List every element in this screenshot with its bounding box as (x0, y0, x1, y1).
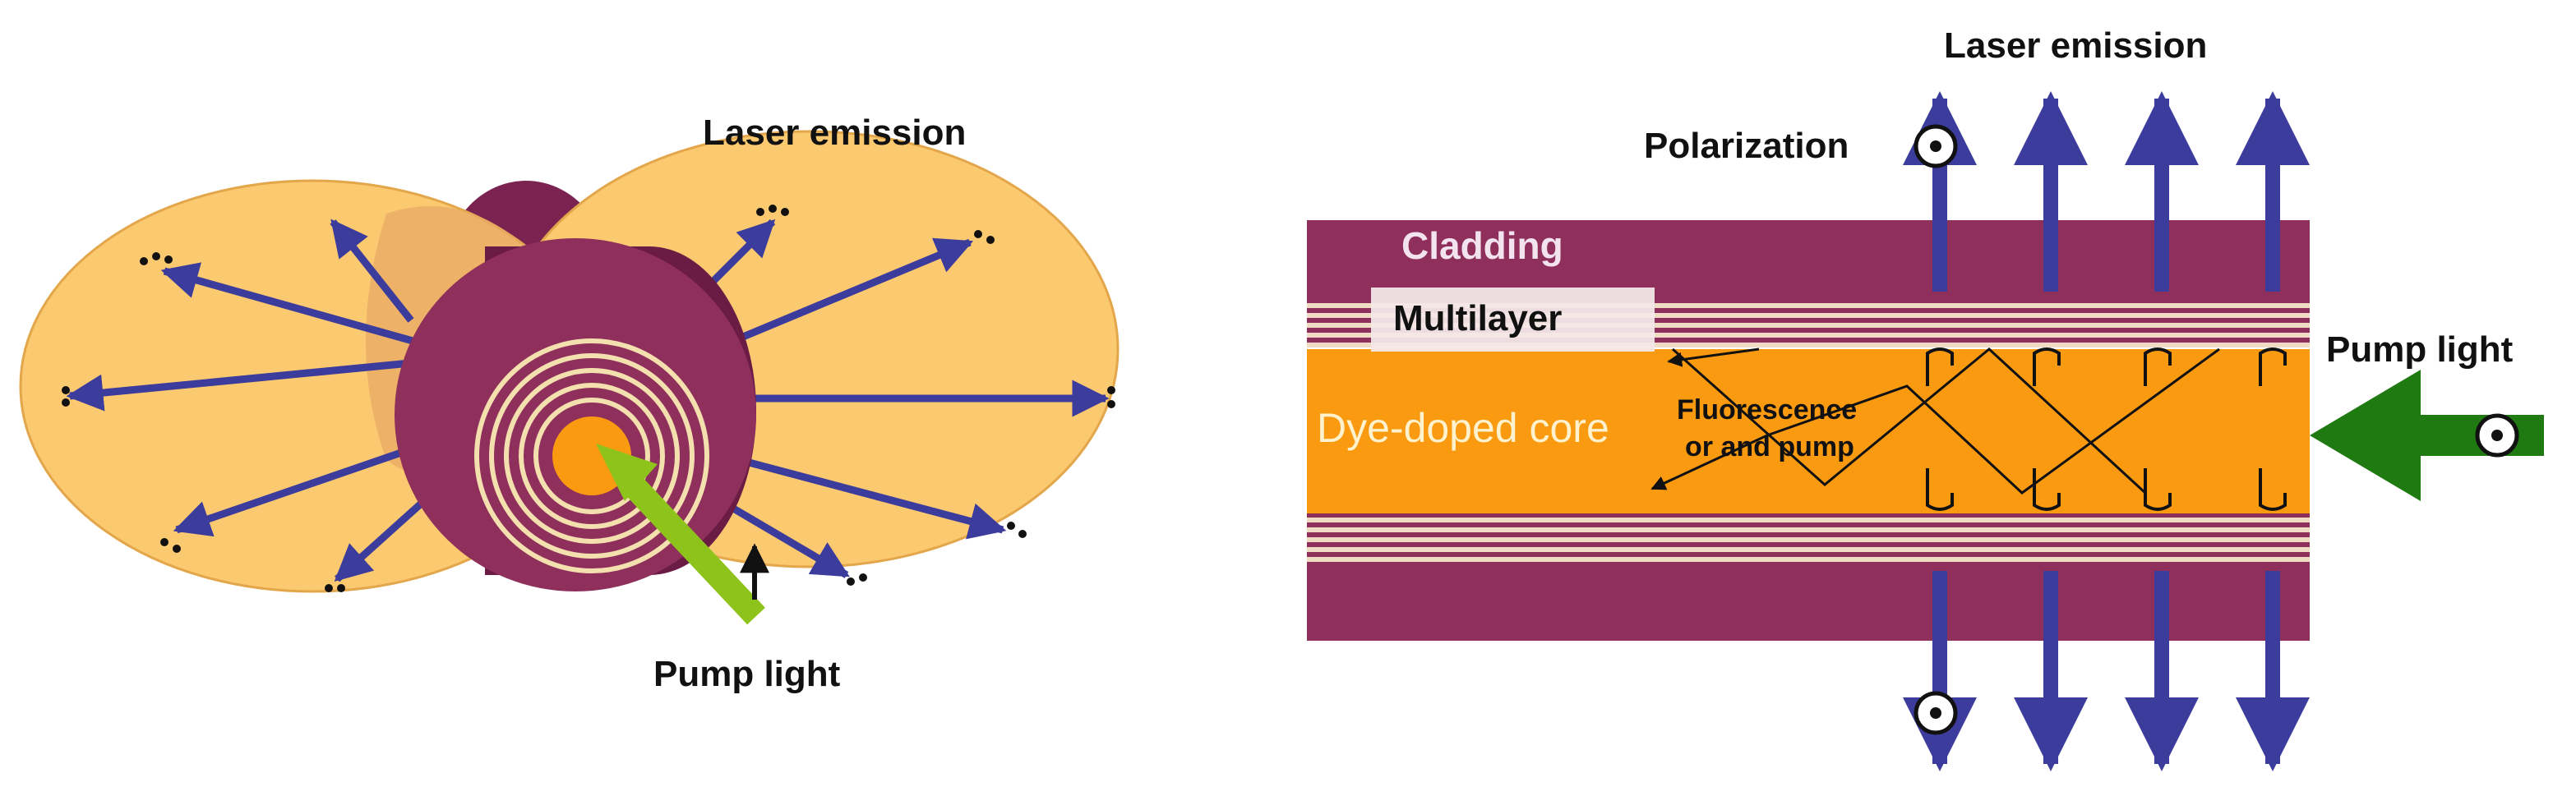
pump-arrow-left (620, 472, 765, 625)
polarization-marks-left (62, 205, 1115, 592)
emission-arrow (173, 439, 429, 537)
multilayer-rings (474, 338, 709, 573)
scatter-hook-icon (2033, 347, 2061, 386)
scatter-hook-icon (2144, 347, 2172, 386)
right-pump-light-label: Pump light (2326, 329, 2514, 370)
fluorescence-label-line2: or and pump (1685, 431, 1854, 462)
pump-arrow-shaft-right (2400, 415, 2544, 456)
fluorescence-ray-lower (1650, 347, 2220, 495)
multilayer-stripes-bottom (1307, 513, 2310, 571)
polarization-symbol-top (1914, 124, 1958, 168)
polarization-mark (756, 205, 789, 216)
polarization-mark (1107, 386, 1115, 408)
pump-polarization-symbol (2475, 413, 2519, 458)
emission-arrow (330, 219, 414, 323)
cladding-top (1307, 220, 2310, 298)
multilayer-label-box (1371, 288, 1655, 352)
scatter-hook-icon (2033, 468, 2061, 511)
cladding-label: Cladding (1401, 224, 1563, 267)
fluorescence-ray-upper-tail (1667, 347, 1760, 367)
scatter-hook-icon (2259, 347, 2287, 386)
scatter-hook-icon (2259, 468, 2287, 511)
polarization-mark (974, 230, 995, 244)
fluorescence-ray-upper (1672, 347, 2147, 495)
scatter-hook-icon (1926, 468, 1954, 511)
pump-arrowhead-left (596, 444, 658, 501)
polarization-mark (62, 386, 70, 407)
core-label: Dye-doped core (1317, 405, 1609, 451)
emission-arrow (160, 262, 429, 349)
left-pump-light-label: Pump light (653, 654, 841, 694)
cladding-bottom (1307, 571, 2310, 641)
emission-arrow (738, 456, 1007, 540)
emission-arrow (722, 237, 974, 349)
polarization-mark (140, 252, 173, 265)
polarization-mark (325, 584, 345, 592)
polarization-mark (160, 538, 181, 553)
right-laser-emission-label: Laser emission (1944, 25, 2207, 66)
polarization-mark (847, 573, 867, 586)
emission-arrow (66, 357, 428, 412)
pump-arrowhead-right (2310, 370, 2421, 501)
polarization-symbol-bottom (1914, 691, 1958, 735)
polarization-mark (1007, 522, 1027, 538)
polarization-label: Polarization (1644, 126, 1849, 166)
multilayer-label: Multilayer (1393, 298, 1562, 338)
fiber-core (552, 416, 631, 495)
right-panel: Laser emission Polarization Cladding Mul… (1307, 25, 2544, 771)
dye-doped-core (1307, 349, 2310, 513)
left-laser-emission-label: Laser emission (703, 113, 966, 153)
scatter-hook-icon (2144, 468, 2172, 511)
left-panel: Laser emission Pump light (19, 113, 1119, 694)
fluorescence-label-line1: Fluorescence (1677, 394, 1857, 426)
scatter-hook-icon (1926, 347, 1954, 386)
scatter-hooks (1926, 347, 2287, 511)
